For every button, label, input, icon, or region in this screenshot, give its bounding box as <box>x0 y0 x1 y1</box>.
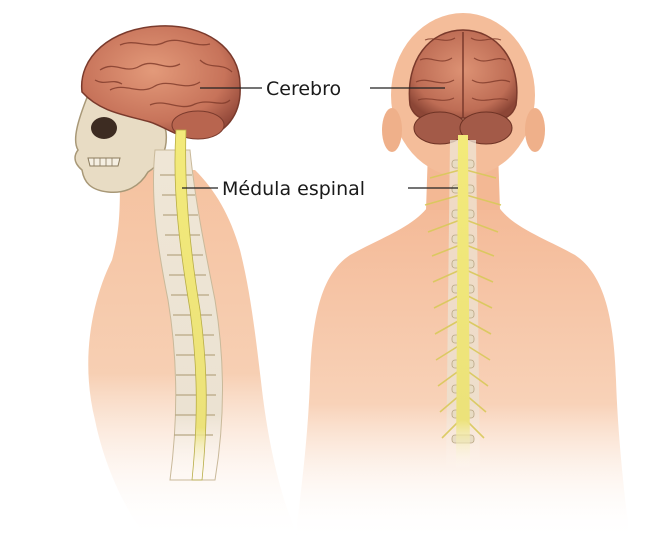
back-cerebellum-right <box>459 111 513 145</box>
label-spinal-cord: Médula espinal <box>182 178 458 200</box>
side-spinal-cord <box>174 129 207 481</box>
spinal-cord-label: Médula espinal <box>222 178 365 200</box>
back-right-ear <box>525 108 545 152</box>
back-view-figure <box>295 13 630 540</box>
label-brain: Cerebro <box>200 78 445 100</box>
back-spinal-nerves <box>424 169 502 439</box>
side-brain-folds <box>94 39 233 108</box>
back-spinal-cord <box>456 135 470 470</box>
brain-label: Cerebro <box>266 78 341 100</box>
side-teeth <box>87 157 121 167</box>
side-view-figure <box>74 25 300 540</box>
side-brain <box>80 25 241 139</box>
side-eye-socket <box>91 117 117 139</box>
back-left-ear <box>382 108 402 152</box>
back-brain-folds <box>415 37 511 101</box>
